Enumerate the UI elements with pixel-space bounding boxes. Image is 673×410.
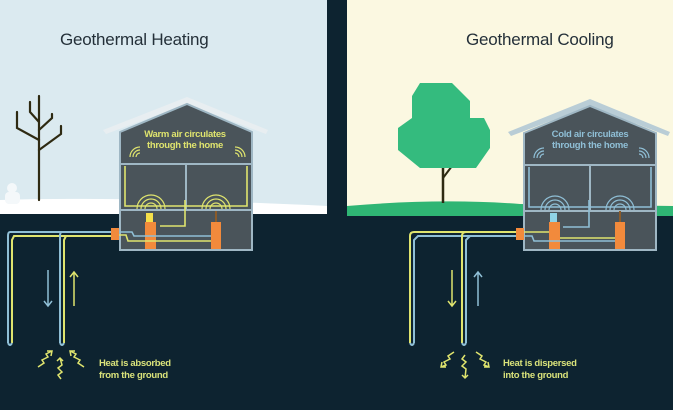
cooling-house-label-line2: through the home [552,140,628,151]
cooling-ground-label-line2: into the ground [503,370,569,381]
heating-house-label-line1: Warm air circulates [144,129,226,140]
cooling-house-label-line1: Cold air circulates [551,129,629,140]
cooling-ground-label-line1: Heat is dispersed [503,358,577,369]
heat-disperse-arrows-icon [440,351,490,380]
heating-ground-label-line1: Heat is absorbed [99,358,171,369]
heating-ground-label: Heat is absorbed from the ground [99,358,171,382]
heat-absorb-arrows-icon [37,350,85,380]
cooling-title: Geothermal Cooling [466,30,614,49]
flow-down-arrow-icon [43,270,53,308]
bare-tree-icon [15,94,63,202]
cooling-connector [516,228,524,240]
heating-house-label-line2: through the home [147,140,223,151]
heating-ground-label-line2: from the ground [99,370,168,381]
flow-up-arrow-icon [69,270,79,306]
cooling-house [508,99,670,251]
cooling-ground-label: Heat is dispersed into the ground [503,358,577,382]
heating-house-label: Warm air circulates through the home [135,129,235,151]
heating-title: Geothermal Heating [60,30,209,49]
snowman-icon [5,183,20,204]
heating-ground-loop [7,231,111,346]
heating-connector [111,228,119,240]
panel-divider [327,0,347,410]
heating-house [103,97,268,251]
flow-down-arrow-icon [447,270,457,308]
cooling-house-label: Cold air circulates through the home [540,129,640,151]
flow-up-arrow-icon [473,270,483,306]
cooling-ground-loop [409,231,516,346]
green-tree-icon [398,83,490,203]
